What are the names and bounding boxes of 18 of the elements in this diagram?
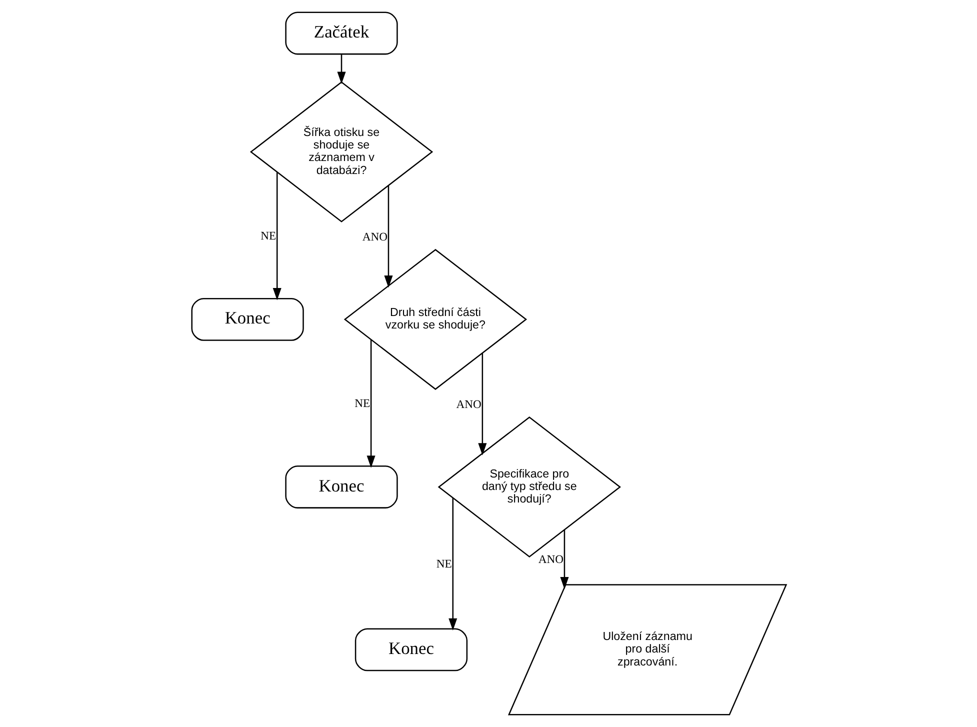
edge-label: NE	[436, 558, 452, 571]
edge-label: ANO	[456, 398, 481, 411]
arrow	[336, 54, 346, 84]
node-diamond: Druh střední části vzorku se shoduje?	[343, 248, 527, 390]
node-box: Konec	[354, 628, 468, 672]
node-diamond: Šířka otisku se shoduje se záznamem v databázi?	[249, 81, 433, 222]
arrow	[448, 498, 457, 631]
node-box: Konec	[284, 466, 398, 508]
edge-label: NE	[260, 230, 276, 243]
arrow	[560, 530, 568, 590]
arrow	[384, 186, 392, 288]
node-box: Začátek	[284, 12, 398, 55]
arrow	[478, 353, 486, 456]
arrow	[272, 172, 281, 300]
node-box: Konec	[190, 298, 304, 341]
arrow	[366, 340, 375, 468]
edge-label: NE	[354, 397, 370, 410]
edge-label: ANO	[362, 230, 387, 244]
